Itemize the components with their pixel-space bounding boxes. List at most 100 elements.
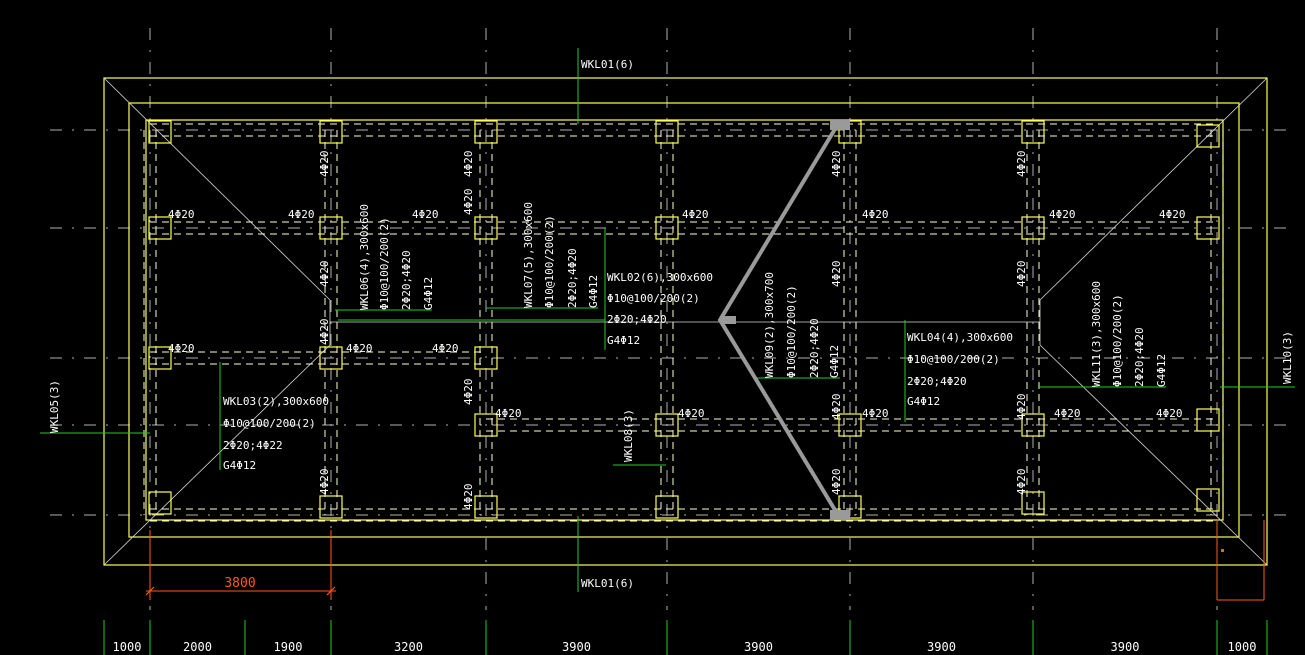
svg-text:2Φ20;4Φ20: 2Φ20;4Φ20 <box>907 375 967 388</box>
rebar-label: 4Φ20 <box>1015 151 1028 178</box>
column[interactable] <box>148 120 172 144</box>
column[interactable] <box>1196 216 1220 240</box>
rebar-label: 4Φ20 <box>830 151 843 178</box>
rebar-label: 4Φ20 <box>678 407 705 420</box>
svg-text:2Φ20;4Φ20: 2Φ20;4Φ20 <box>400 250 413 310</box>
svg-text:WKL06(4),300x600: WKL06(4),300x600 <box>358 204 371 310</box>
column[interactable] <box>655 120 679 144</box>
rebar-label: 4Φ20 <box>318 469 331 496</box>
svg-text:G4Φ12: G4Φ12 <box>587 275 600 308</box>
annotation-wkl07[interactable]: WKL07(5),300x600 Φ10@100/200(2) 2Φ20;4Φ2… <box>522 202 600 308</box>
column[interactable] <box>148 346 172 370</box>
rebar-label: 4Φ20 <box>462 151 475 178</box>
annotation-wkl06[interactable]: WKL06(4),300x600 Φ10@100/200(2) 2Φ20;4Φ2… <box>358 204 435 310</box>
column[interactable] <box>474 413 498 437</box>
beam-label-wkl08[interactable]: WKL08(3) <box>622 409 635 462</box>
dimension-text: 1000 <box>1228 640 1257 654</box>
column[interactable] <box>319 216 343 240</box>
dimension-text: 3900 <box>927 640 956 654</box>
svg-text:G4Φ12: G4Φ12 <box>907 395 940 408</box>
column[interactable] <box>1196 488 1220 512</box>
svg-text:2Φ20;4Φ20: 2Φ20;4Φ20 <box>566 248 579 308</box>
svg-text:WKL03(2),300x600: WKL03(2),300x600 <box>223 395 329 408</box>
column[interactable] <box>319 120 343 144</box>
dimension-text: 3900 <box>1111 640 1140 654</box>
rebar-label: 4Φ20 <box>318 319 331 346</box>
svg-text:2Φ20;4Φ20: 2Φ20;4Φ20 <box>1133 327 1146 387</box>
svg-text:WKL11(3),300x600: WKL11(3),300x600 <box>1090 281 1103 387</box>
corner-detail <box>1216 520 1265 601</box>
beam-lines <box>143 123 1224 522</box>
selected-dimension-text: 3800 <box>224 576 255 591</box>
column[interactable] <box>1021 216 1045 240</box>
svg-text:WKL09(2),300x700: WKL09(2),300x700 <box>763 272 776 378</box>
svg-text:WKL04(4),300x600: WKL04(4),300x600 <box>907 331 1013 344</box>
svg-text:WKL02(6),300x600: WKL02(6),300x600 <box>607 271 713 284</box>
column[interactable] <box>655 413 679 437</box>
column[interactable] <box>1021 413 1045 437</box>
rebar-label: 4Φ20 <box>318 151 331 178</box>
svg-text:2Φ20;4Φ20: 2Φ20;4Φ20 <box>607 313 667 326</box>
svg-text:2Φ20;4Φ20: 2Φ20;4Φ20 <box>808 318 821 378</box>
column[interactable] <box>474 346 498 370</box>
rebar-label: 4Φ20 <box>1015 469 1028 496</box>
rebar-label: 4Φ20 <box>862 407 889 420</box>
rebar-label: 4Φ20 <box>462 379 475 406</box>
rebar-label: 4Φ20 <box>432 342 459 355</box>
rebar-label: 4Φ20 <box>462 189 475 216</box>
column[interactable] <box>838 413 862 437</box>
column[interactable] <box>148 491 172 515</box>
column[interactable] <box>474 120 498 144</box>
dimension-text: 3200 <box>394 640 423 654</box>
column[interactable] <box>319 346 343 370</box>
annotation-wkl09[interactable]: WKL09(2),300x700 Φ10@100/200(2) 2Φ20;4Φ2… <box>763 272 841 378</box>
rebar-label: 4Φ20 <box>682 208 709 221</box>
selection-grip[interactable] <box>717 120 850 520</box>
column[interactable] <box>148 216 172 240</box>
beam-label-wkl05[interactable]: WKL05(3) <box>48 380 61 433</box>
svg-text:Φ10@100/200(2): Φ10@100/200(2) <box>907 353 1000 366</box>
selected-dimension[interactable]: 3800 <box>145 530 336 600</box>
rebar-label: 4Φ20 <box>168 342 195 355</box>
column[interactable] <box>1196 408 1220 432</box>
column[interactable] <box>319 495 343 519</box>
svg-text:G4Φ12: G4Φ12 <box>1155 354 1168 387</box>
column[interactable] <box>1021 120 1045 144</box>
svg-text:2Φ20;4Φ22: 2Φ20;4Φ22 <box>223 439 283 452</box>
rebar-label: 4Φ20 <box>346 342 373 355</box>
annotation-wkl04[interactable]: WKL04(4),300x600 Φ10@100/200(2) 2Φ20;4Φ2… <box>907 331 1013 408</box>
svg-text:Φ10@100/200(2): Φ10@100/200(2) <box>607 292 700 305</box>
beam-label-wkl01-bottom[interactable]: WKL01(6) <box>581 577 634 590</box>
column[interactable] <box>1021 491 1045 515</box>
rebar-label: 4Φ20 <box>495 407 522 420</box>
rebar-label: 4Φ20 <box>1049 208 1076 221</box>
beam-label-wkl01-top[interactable]: WKL01(6) <box>581 58 634 71</box>
dimension-text: 3900 <box>562 640 591 654</box>
rebar-label-group: 4Φ20 4Φ20 4Φ20 4Φ20 4Φ20 4Φ20 4Φ20 4Φ20 4Φ20 4Φ20… <box>168 151 1186 511</box>
annotation-wkl11[interactable]: WKL11(3),300x600 Φ10@100/200(2) 2Φ20;4Φ2… <box>1090 281 1168 387</box>
column[interactable] <box>655 216 679 240</box>
rebar-label: 4Φ20 <box>830 394 843 421</box>
column[interactable] <box>474 216 498 240</box>
rebar-label: 4Φ20 <box>462 484 475 511</box>
rebar-label: 4Φ20 <box>318 261 331 288</box>
rebar-label: 4Φ20 <box>830 261 843 288</box>
rebar-label: 4Φ20 <box>288 208 315 221</box>
annotation-wkl03[interactable]: WKL03(2),300x600 Φ10@100/200(2) 2Φ20;4Φ2… <box>223 395 329 472</box>
beam-label-wkl10[interactable]: WKL10(3) <box>1281 331 1294 384</box>
rebar-label: 4Φ20 <box>862 208 889 221</box>
dimension-text: 2000 <box>183 640 212 654</box>
column[interactable] <box>655 495 679 519</box>
dimension-text: 1900 <box>274 640 303 654</box>
rebar-label: 4Φ20 <box>1015 394 1028 421</box>
column[interactable] <box>474 495 498 519</box>
rebar-label: 4Φ20 <box>830 469 843 496</box>
rebar-label: 4Φ20 <box>1054 407 1081 420</box>
rebar-label: 4Φ20 <box>168 208 195 221</box>
roof-outline <box>103 77 1268 566</box>
column[interactable] <box>1196 124 1220 148</box>
annotation-wkl02[interactable]: WKL02(6),300x600 Φ10@100/200(2) 2Φ20;4Φ2… <box>607 271 713 347</box>
svg-text:Φ10@100/200(2): Φ10@100/200(2) <box>378 217 391 310</box>
